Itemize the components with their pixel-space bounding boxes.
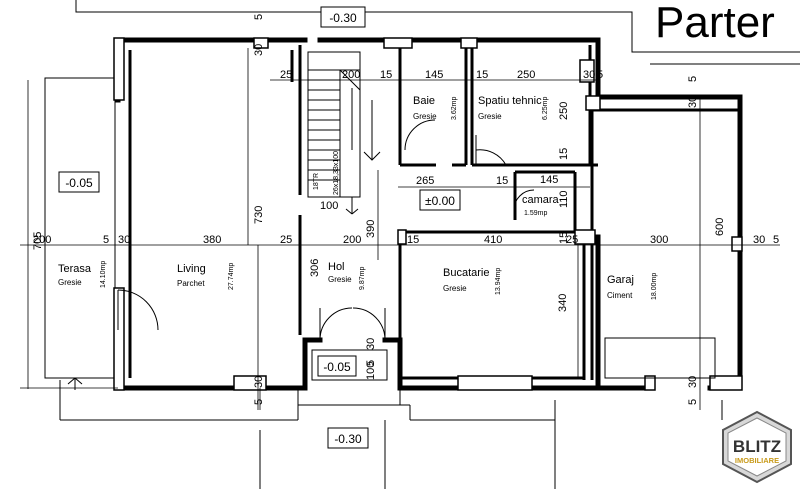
dim-bucatarie-height: 340 bbox=[557, 294, 569, 312]
dim-bucatarie-width: 410 bbox=[484, 234, 502, 246]
room-terasa-floor: Gresie bbox=[58, 278, 82, 287]
staircase bbox=[307, 51, 381, 215]
interior-walls bbox=[128, 45, 738, 380]
level-entrance: -0.05 bbox=[323, 360, 351, 374]
dim-30-living-bottom: 30 bbox=[253, 376, 265, 388]
wall-posts bbox=[113, 37, 743, 391]
room-terasa-area: 14.10mp bbox=[100, 261, 107, 288]
room-spatiu-name: Spatiu tehnic bbox=[478, 95, 542, 107]
dim-30-top: 30 bbox=[583, 69, 595, 81]
room-hol-name: Hol bbox=[328, 261, 345, 273]
dim-15-top-b: 15 bbox=[476, 69, 488, 81]
dim-living-height: 730 bbox=[253, 206, 265, 224]
level-bottom: -0.30 bbox=[334, 432, 362, 446]
room-baie-floor: Gresie bbox=[413, 112, 437, 121]
room-hol-area: 9.87mp bbox=[359, 267, 366, 290]
dim-15-a: 15 bbox=[407, 234, 419, 246]
dim-hol-width: 200 bbox=[343, 234, 361, 246]
blitz-logo: BLITZ IMOBILIARE bbox=[722, 410, 792, 484]
dim-30-garaj-top: 30 bbox=[687, 96, 699, 108]
dim-5-top: 5 bbox=[597, 69, 603, 81]
dim-200-top: 200 bbox=[342, 69, 360, 81]
dim-265: 265 bbox=[416, 175, 434, 187]
dim-5-living-top: 5 bbox=[253, 14, 265, 20]
room-baie-area: 3.62mp bbox=[451, 97, 458, 120]
dim-spatiu-height: 250 bbox=[558, 102, 570, 120]
entrance-step bbox=[297, 349, 401, 405]
dim-baie-width: 145 bbox=[425, 69, 443, 81]
dim-spatiu-width: 250 bbox=[517, 69, 535, 81]
room-garaj-area: 18.00mp bbox=[651, 273, 658, 300]
room-spatiu-area: 6.25mp bbox=[542, 97, 549, 120]
level-top: -0.30 bbox=[329, 11, 357, 25]
dim-25-b: 25 bbox=[566, 234, 578, 246]
room-baie-name: Baie bbox=[413, 95, 435, 107]
dim-hol-upper: 390 bbox=[365, 220, 377, 238]
dim-15-vert-a: 15 bbox=[558, 148, 570, 160]
dim-100-entrance: 100 bbox=[365, 362, 377, 380]
level-terrace: -0.05 bbox=[65, 176, 93, 190]
dim-5-garaj-top: 5 bbox=[687, 76, 699, 82]
dim-5-entrance: 5 bbox=[365, 360, 377, 366]
dim-5-living-bottom: 5 bbox=[253, 399, 265, 405]
dim-camara-width: 145 bbox=[540, 174, 558, 186]
room-spatiu-floor: Gresie bbox=[478, 112, 502, 121]
dim-garaj-height: 600 bbox=[714, 218, 726, 236]
logo-line-2: IMOBILIARE bbox=[735, 456, 779, 465]
level-boxes bbox=[58, 6, 461, 449]
room-garaj-floor: Ciment bbox=[607, 291, 633, 300]
site-outline bbox=[59, 0, 800, 489]
dim-5-right: 5 bbox=[773, 234, 779, 246]
dim-garaj-width: 300 bbox=[650, 234, 668, 246]
dim-5-garaj-bottom: 5 bbox=[687, 399, 699, 405]
level-hall: ±0.00 bbox=[425, 194, 455, 208]
dim-30-left: 30 bbox=[118, 234, 130, 246]
dim-5-left: 5 bbox=[103, 234, 109, 246]
dim-30-right: 30 bbox=[753, 234, 765, 246]
stairs-width: 100 bbox=[320, 200, 338, 212]
room-living-name: Living bbox=[177, 263, 206, 275]
room-bucatarie-area: 13.94mp bbox=[495, 268, 502, 295]
dim-living-width: 380 bbox=[203, 234, 221, 246]
dim-terasa-width: 200 bbox=[33, 234, 51, 246]
dim-camara-height: 110 bbox=[558, 190, 570, 208]
dim-30-entrance: 30 bbox=[365, 338, 377, 350]
stairs-label-2: 26x18,33x100 bbox=[333, 151, 340, 195]
room-hol-floor: Gresie bbox=[328, 275, 352, 284]
dim-25-top: 25 bbox=[280, 69, 292, 81]
dim-30-garaj-bottom: 30 bbox=[687, 376, 699, 388]
dim-hol-lower: 306 bbox=[309, 259, 321, 277]
garage-door bbox=[604, 337, 716, 379]
room-garaj-name: Garaj bbox=[607, 274, 634, 286]
room-living-area: 27.74mp bbox=[228, 263, 235, 290]
room-living-floor: Parchet bbox=[177, 279, 205, 288]
dim-15-top-a: 15 bbox=[380, 69, 392, 81]
doors bbox=[117, 119, 535, 341]
stairs-label-1: 18TR bbox=[313, 173, 320, 190]
dim-15-vert-b: 15 bbox=[558, 232, 570, 244]
dimension-lines bbox=[20, 48, 780, 410]
room-bucatarie-floor: Gresie bbox=[443, 284, 467, 293]
dim-total-height: 705 bbox=[32, 232, 44, 250]
room-terasa-name: Terasa bbox=[58, 263, 92, 275]
exterior-walls bbox=[115, 37, 743, 391]
logo-line-1: BLITZ bbox=[733, 437, 781, 456]
room-bucatarie-name: Bucatarie bbox=[443, 267, 489, 279]
dim-15-mid: 15 bbox=[496, 175, 508, 187]
dim-30-living-top: 30 bbox=[253, 44, 265, 56]
dim-25-a: 25 bbox=[280, 234, 292, 246]
room-camara-area: 1.59mp bbox=[524, 210, 547, 217]
plan-title: Parter bbox=[655, 0, 775, 47]
room-camara-name: camara bbox=[522, 194, 560, 206]
